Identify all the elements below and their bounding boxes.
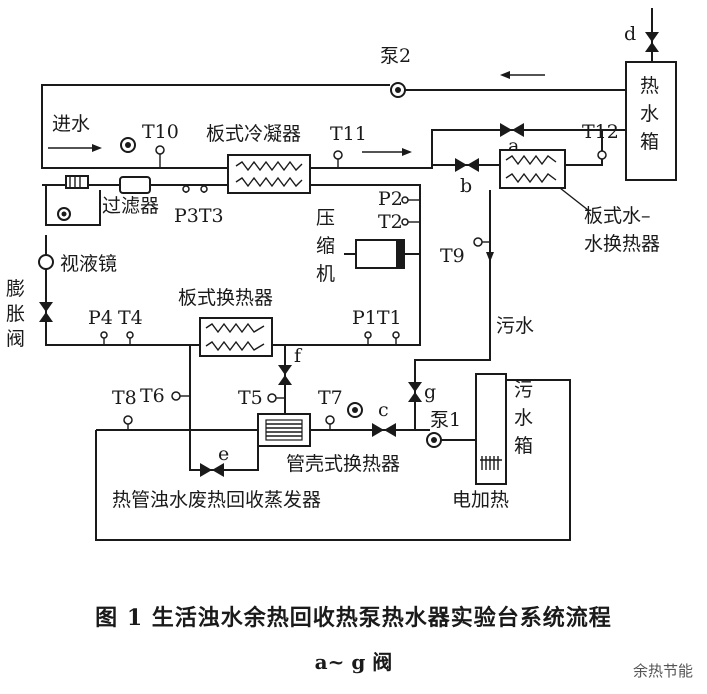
hot-tank-char-2: 水 [640,103,659,125]
water-in: 进水 [48,113,102,152]
valve-d: d [624,23,659,52]
expansion-valve-char-1: 膨 [6,278,25,300]
sensor-p4-t4: P4 T4 [88,307,143,345]
pump-2-label: 泵2 [380,45,411,67]
compressor-char-3: 机 [316,263,335,285]
thermometer-t12: T12 [582,121,619,165]
p3t3-label: P3T3 [174,205,224,227]
flow-arrow-top [500,71,545,79]
hot-tank-char-3: 箱 [640,131,659,153]
t10-label: T10 [142,121,179,143]
valve-g: g [408,381,436,403]
compressor-char-2: 缩 [316,235,335,257]
expansion-valve-char-3: 阀 [6,328,25,350]
p4-label: P4 [88,307,113,329]
hot-water-tank: 热 水 箱 [625,61,677,181]
valve-f-label: f [294,345,303,367]
heat-pipe-evaporator-label: 热管浊水废热回收蒸发器 [112,489,321,511]
sewage-tank-char-2: 水 [514,407,533,429]
compressor-char-1: 压 [316,207,335,229]
plate-condenser: 板式冷凝器 [206,123,311,194]
thermometer-t5: T5 [238,387,285,409]
valve-b: b [455,158,479,197]
sewage-tank: 污 水 箱 [475,373,533,485]
plate-ww-hx-label-2: 水换热器 [584,233,660,255]
valve-e-label: e [218,443,229,465]
sewage-tank-char-1: 污 [514,379,533,401]
t9-label: T9 [440,245,465,267]
thermometer-t6: T6 [140,385,190,407]
valve-d-label: d [624,23,636,45]
valve-c-label: c [378,399,389,421]
plate-hx: 板式换热器 [178,287,273,357]
figure-caption-valves: a~ g 阀 [314,650,393,674]
shell-tube-hx-label: 管壳式换热器 [286,453,400,475]
thermometer-t8: T8 [112,387,137,430]
shell-tube-hx: 管壳式换热器 [257,413,400,475]
figure-caption-title: 图 1 生活浊水余热回收热泵热水器实验台系统流程 [95,605,612,631]
valve-e: e [200,443,229,477]
dryer-component [57,175,89,221]
sight-glass: 视液镜 [38,253,117,275]
thermometer-t7: T7 [318,387,363,430]
t4-label: T4 [118,307,143,329]
hot-tank-char-1: 热 [640,75,659,97]
valve-c: c [372,399,396,437]
expansion-valve: 膨 胀 阀 [6,278,53,350]
sensor-p1t1: P1T1 [352,307,402,345]
sewage-tank-char-3: 箱 [514,435,533,457]
valve-a-label: a [508,135,519,157]
valve-b-label: b [460,175,472,197]
t6-label: T6 [140,385,165,407]
plate-hx-label: 板式换热器 [178,287,273,309]
valve-a: a [500,123,524,157]
watermark: 余热节能 [632,662,693,680]
pump-1-label: 泵1 [430,409,461,431]
sensor-p3t3: P3T3 [174,185,224,227]
thermometer-t10: T10 [120,121,179,168]
plate-ww-hx-label-1: 板式水– [584,205,651,227]
valve-f: f [278,345,303,385]
water-in-label: 进水 [52,113,90,135]
t12-label: T12 [582,121,619,143]
thermometer-t9: T9 [440,237,494,267]
plate-water-water-hx: 板式水– 水换热器 [499,149,660,255]
system-flow-diagram: 热 水 箱 d 泵2 进水 T10 板式冷凝器 [6,8,677,541]
t5-label: T5 [238,387,263,409]
compressor: 压 缩 机 [316,207,420,285]
t8-label: T8 [112,387,137,409]
filter-label: 过滤器 [102,195,159,217]
plate-condenser-label: 板式冷凝器 [206,123,301,145]
filter: 过滤器 [102,176,159,217]
p1t1-label: P1T1 [352,307,402,329]
p2-label: P2 [378,188,403,210]
thermometer-t11: T11 [330,123,412,168]
valve-g-label: g [424,381,436,403]
expansion-valve-char-2: 胀 [6,303,25,325]
t2-label: T2 [378,211,403,233]
sight-glass-label: 视液镜 [60,253,117,275]
wastewater-label: 污水 [496,315,534,337]
t11-label: T11 [330,123,367,145]
pump-1: 泵1 [426,409,461,448]
sensor-p2-t2: P2 T2 [378,188,420,233]
t7-label: T7 [318,387,343,409]
electric-heating-label: 电加热 [452,489,509,511]
pump-2: 泵2 [380,45,411,98]
